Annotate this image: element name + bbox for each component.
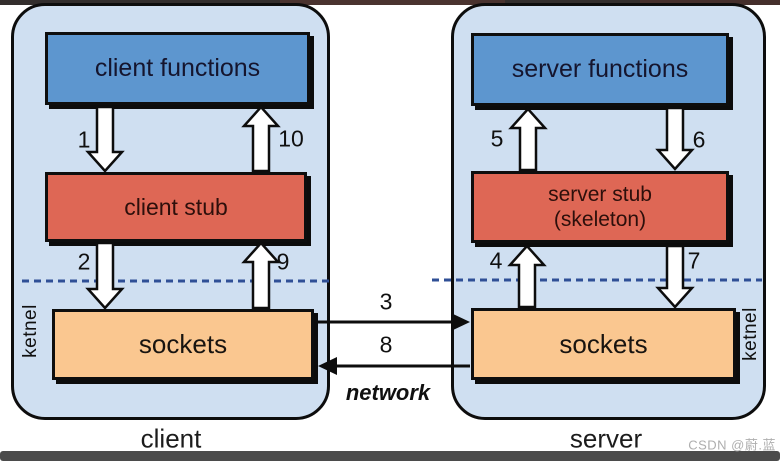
step-label-10: 10 <box>278 125 304 152</box>
top-chrome-segment <box>640 0 780 5</box>
top-chrome-segment <box>280 0 505 5</box>
client-caption: client <box>140 423 202 454</box>
client-stub-box: client stub <box>45 172 307 242</box>
step-label-5: 5 <box>490 125 504 152</box>
step-label-1: 1 <box>77 126 91 153</box>
client-sockets-box: sockets <box>52 309 314 380</box>
step-label-7: 7 <box>687 247 701 274</box>
server-sockets-box: sockets <box>471 308 736 380</box>
step-label-4: 4 <box>489 247 503 274</box>
server-stub-label: server stub (skeleton) <box>548 182 652 232</box>
server-stub-line2: (skeleton) <box>553 208 647 231</box>
csdn-watermark: CSDN @蔚.蓝 <box>688 437 776 453</box>
server-stub-line1: server stub <box>548 183 652 206</box>
server-caption: server <box>569 423 643 454</box>
step-label-6: 6 <box>692 126 706 153</box>
cropped-bottom-chrome <box>0 451 780 461</box>
step-label-9: 9 <box>276 248 290 275</box>
client-functions-box: client functions <box>45 32 310 105</box>
server-kernel-label: ketnel <box>740 307 761 361</box>
step-label-8: 8 <box>379 331 393 358</box>
server-functions-box: server functions <box>471 33 729 106</box>
cropped-top-chrome <box>0 0 780 5</box>
network-label: network <box>345 380 431 405</box>
client-kernel-label: ketnel <box>20 304 41 358</box>
step-label-2: 2 <box>77 248 91 275</box>
server-stub-box: server stub (skeleton) <box>471 171 729 243</box>
step-label-3: 3 <box>379 288 393 315</box>
